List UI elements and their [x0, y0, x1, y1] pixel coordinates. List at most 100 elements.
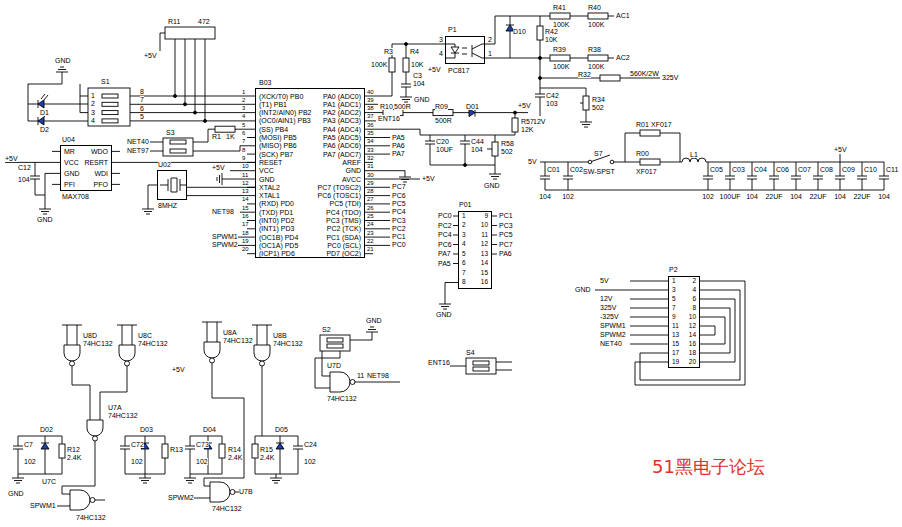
node-text: PFO [94, 181, 108, 188]
symbol [56, 67, 68, 76]
part-label: 102 [196, 458, 208, 465]
part-label: U7A [108, 404, 122, 411]
symbol [550, 13, 570, 19]
symbol [492, 142, 498, 156]
symbol [389, 58, 395, 72]
component-body [102, 111, 118, 115]
part-label: C20 [436, 138, 449, 145]
node-text: (OC1B) PD4 [259, 234, 298, 241]
part-label: PA5 [438, 260, 451, 267]
symbol [252, 444, 258, 458]
node-text: (XCK/T0) PB0 [259, 93, 303, 100]
node-text: 8MHZ [158, 202, 177, 209]
symbol [550, 55, 570, 61]
pin-number: 4 [242, 113, 245, 119]
symbol [87, 420, 103, 441]
part-label: NET98 [212, 208, 234, 215]
part-label: GND [366, 317, 382, 324]
part-label: -325V [600, 313, 619, 320]
part-label: R4 [410, 48, 419, 55]
junction-dot [184, 103, 187, 106]
symbol [119, 345, 135, 366]
node-text: 14 [481, 260, 488, 267]
node-text: GND [345, 167, 361, 174]
component-body [160, 178, 187, 192]
pin-number: 11 [242, 172, 248, 178]
node-text: 7 [672, 305, 676, 312]
node-text: 13 [672, 332, 679, 339]
part-label: C11 [886, 166, 898, 173]
part-label: R38 [588, 46, 601, 53]
part-label: AC1 [616, 12, 630, 19]
part-label: 2.4K [67, 454, 81, 461]
node-text: 13 [481, 251, 488, 258]
node-text: PC0 (SCL) [327, 242, 361, 249]
part-label: 74HC132 [138, 340, 168, 347]
node-text: 20 [689, 359, 696, 366]
part-label: 104 [790, 193, 802, 200]
node-text: (OC1A) PD5 [259, 242, 298, 249]
part-label: 74HC132 [83, 340, 113, 347]
part-label: PA5 [392, 134, 405, 141]
part-label: C05 [710, 166, 723, 173]
part-label: NET98 [367, 372, 389, 379]
part-label: R41 [553, 4, 566, 11]
node-text: 16 [689, 341, 696, 348]
node-text: 18 [689, 350, 696, 357]
part-label: R15 [260, 446, 273, 453]
wire [28, 76, 88, 121]
node-text: 2 [462, 222, 466, 229]
component-body [88, 88, 130, 126]
connector-box: P0112345678910111213141516 [458, 211, 492, 289]
part-label: 1 [488, 50, 492, 57]
watermark: 51黑电子论坛 [652, 458, 765, 476]
symbol [400, 93, 412, 102]
part-label: C3 [413, 72, 422, 79]
part-label: ENT16 [378, 115, 400, 122]
node-text: 8 [692, 305, 696, 312]
part-label: SPWM2 [212, 241, 238, 248]
wire [52, 151, 120, 184]
symbol [366, 327, 378, 336]
part-label: 2.4K [260, 454, 274, 461]
part-label: R11 [168, 18, 180, 25]
part-label: 560K/2W [630, 70, 659, 77]
node-text: PC817 [448, 67, 469, 74]
node-text: 12 [689, 323, 696, 330]
symbol [580, 118, 592, 127]
part-label: 3 [91, 109, 95, 116]
node-text: PD7 (OC2) [326, 250, 361, 257]
node-text: (SS) PB4 [259, 126, 288, 133]
pin-number: 10 [242, 163, 249, 169]
part-label: PC4 [438, 231, 452, 238]
node-text: VCC [64, 159, 79, 166]
part-label: PA6 [392, 142, 405, 149]
component-body [473, 367, 489, 371]
pin-stub [365, 96, 373, 254]
symbol [439, 300, 451, 309]
symbol [204, 342, 220, 363]
part-label: 6 [140, 105, 144, 112]
symbol [600, 75, 620, 81]
part-label: S7 [594, 150, 603, 157]
wire [315, 336, 400, 388]
part-label: 2 [91, 100, 95, 107]
junction-dot [204, 119, 207, 122]
part-label: C09 [842, 166, 855, 173]
wire [540, 162, 889, 190]
part-label: 10K [545, 36, 557, 43]
part-label: 4 [91, 117, 95, 124]
wire [5, 162, 60, 205]
component-body [170, 140, 186, 144]
wire [445, 44, 485, 58]
part-label: R14 [228, 446, 241, 453]
node-text: MAX708 [62, 193, 89, 200]
node-text: GND [259, 176, 275, 183]
wire [255, 436, 298, 474]
part-label: +5V [428, 66, 441, 73]
part-label: ENT16 [428, 359, 450, 366]
part-label: R3 [384, 48, 393, 55]
pin-number: 6 [242, 130, 245, 136]
pin-number: 33 [367, 147, 374, 153]
